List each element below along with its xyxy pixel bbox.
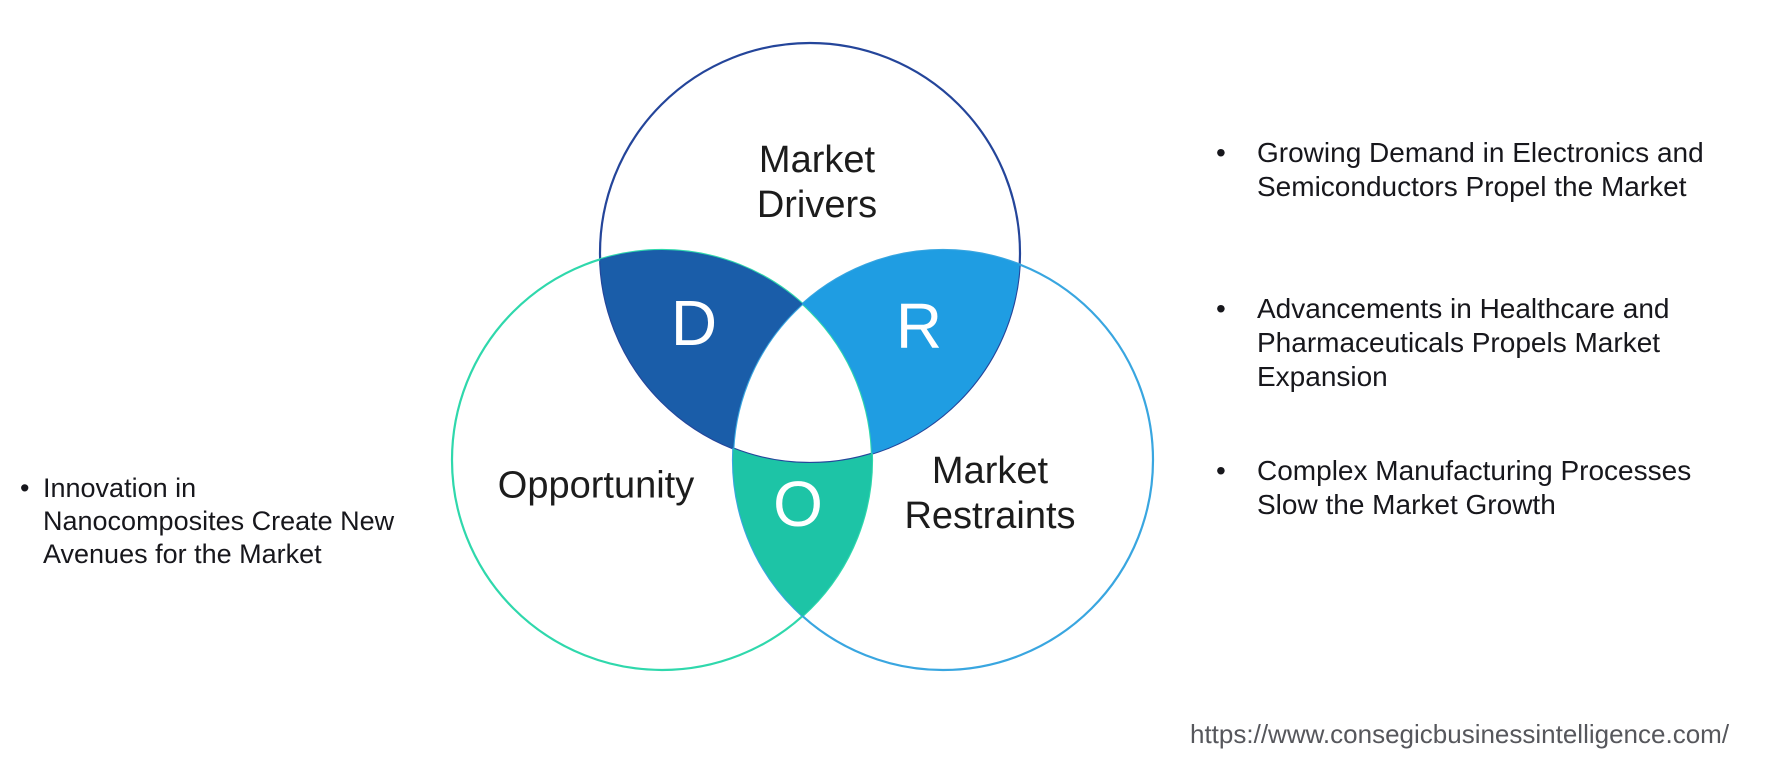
- bullet-dot: •: [1216, 455, 1226, 486]
- restraints-circle-label: Market Restraints: [904, 450, 1076, 537]
- bullet-dot: •: [1216, 137, 1226, 168]
- restraints-overlap-region: [802, 249, 1020, 454]
- driver-note-2-text: Advancements in Healthcare and Pharmaceu…: [1257, 293, 1670, 392]
- bullet-dot: •: [1216, 293, 1226, 324]
- restraint-note-text: Complex Manufacturing Processes Slow the…: [1257, 455, 1692, 520]
- letter-o: O: [773, 468, 823, 540]
- opportunity-note-text: Innovation in Nanocomposites Create New …: [43, 473, 395, 569]
- driver-note-1-text: Growing Demand in Electronics and Semico…: [1257, 137, 1704, 202]
- opportunity-note: • Innovation in Nanocomposites Create Ne…: [20, 472, 394, 571]
- letter-r: R: [896, 290, 942, 362]
- drivers-circle-label: Market Drivers: [756, 139, 878, 226]
- drivers-overlap-region: [600, 249, 803, 449]
- driver-note-2: • Advancements in Healthcare and Pharmac…: [1216, 292, 1669, 394]
- letter-d: D: [671, 287, 717, 359]
- drivers-circle-outline: [598, 41, 1022, 465]
- driver-note-1: • Growing Demand in Electronics and Semi…: [1216, 136, 1704, 204]
- source-url: https://www.consegicbusinessintelligence…: [1190, 719, 1730, 749]
- restraint-note: • Complex Manufacturing Processes Slow t…: [1216, 454, 1691, 522]
- opportunity-overlap-region: [732, 448, 872, 617]
- opportunity-circle-label: Opportunity: [497, 464, 695, 507]
- bullet-dot: •: [20, 473, 30, 503]
